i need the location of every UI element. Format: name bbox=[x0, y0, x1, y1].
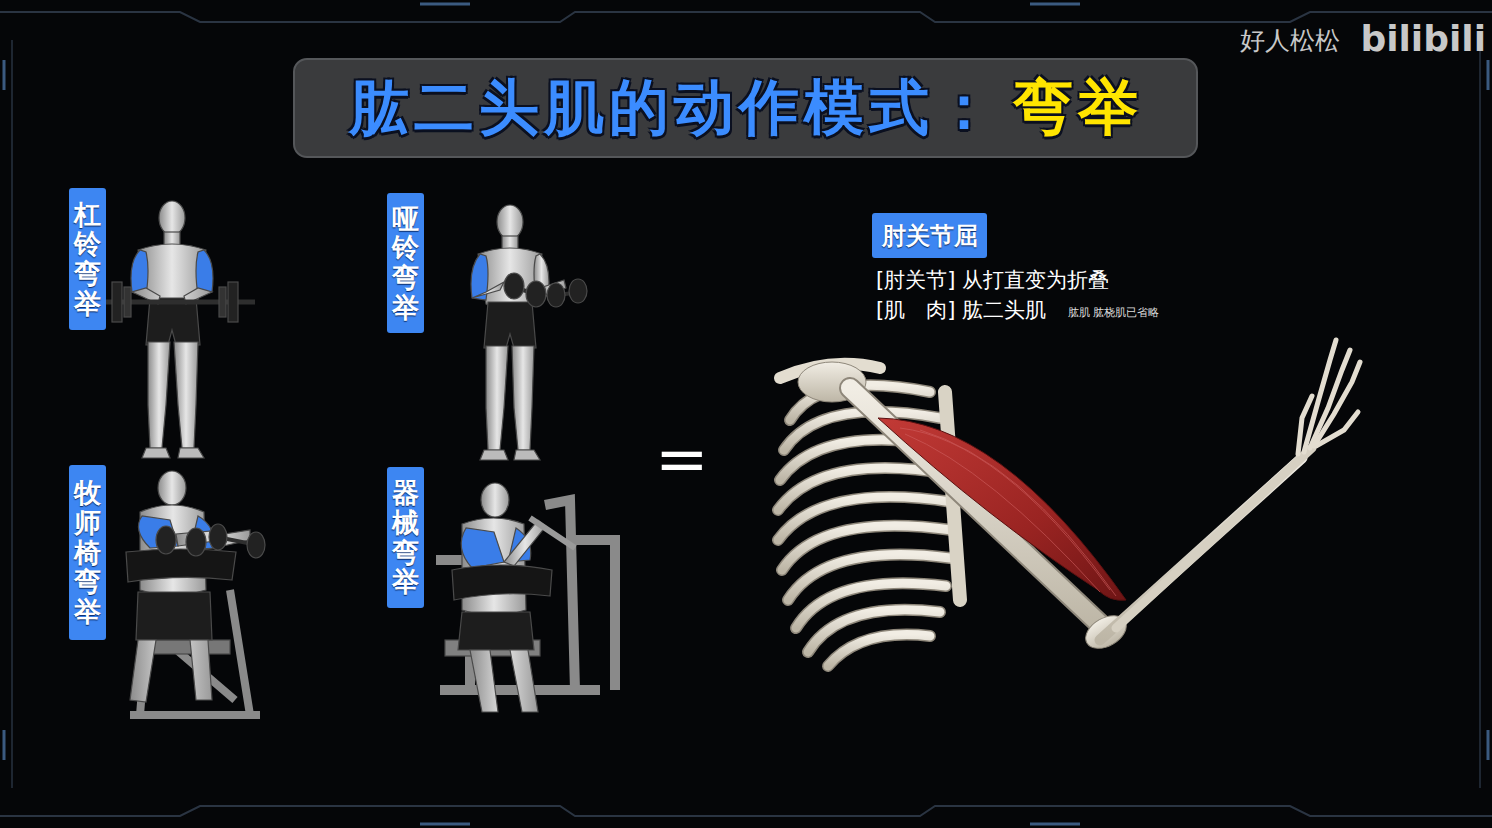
barbell-curl-figure-part bbox=[159, 201, 185, 235]
exercise-tag: 器械弯举 bbox=[387, 467, 424, 608]
skeleton-arm-part-part bbox=[782, 526, 952, 570]
skeleton-arm-part-part bbox=[1316, 412, 1358, 446]
exercise-tag: 哑铃弯举 bbox=[387, 193, 424, 333]
skeleton-arm-part bbox=[900, 428, 1116, 596]
dumbbell-curl-figure-part bbox=[512, 346, 534, 450]
dumbbell-curl-figure bbox=[471, 205, 587, 460]
skeleton-arm-part bbox=[878, 418, 1126, 600]
skeleton-arm-part-part bbox=[778, 497, 952, 540]
barbell-curl-figure-part bbox=[146, 298, 200, 345]
skeleton-arm-part-part bbox=[796, 583, 946, 628]
barbell-curl-figure-part bbox=[124, 287, 131, 317]
dumbbell-curl-figure-part bbox=[472, 282, 504, 298]
muscle-note: [肌 肉] 肱二头肌 bbox=[876, 296, 1046, 324]
machine-curl-figure-part bbox=[452, 565, 552, 600]
skeleton-arm-part-part bbox=[828, 635, 930, 666]
node-label: 肘关节屈 bbox=[882, 220, 978, 252]
dumbbell-curl-figure-part bbox=[547, 283, 565, 307]
vertical-label: 器械弯举 bbox=[392, 478, 419, 597]
dumbbell-curl-figure-part bbox=[526, 281, 546, 307]
machine-curl-figure-part bbox=[530, 518, 575, 548]
machine-curl-figure-part bbox=[481, 483, 509, 517]
dumbbell-curl-figure-part bbox=[497, 205, 523, 239]
frame-part bbox=[0, 12, 1492, 22]
dumbbell-curl-figure-part bbox=[569, 279, 587, 303]
title: 肱二头肌的动作模式： bbox=[349, 68, 999, 149]
dumbbell-curl-figure-part bbox=[484, 302, 536, 348]
preacher-curl-figure-part bbox=[130, 640, 212, 702]
preacher-curl-figure-part bbox=[186, 528, 206, 556]
vertical-label: 牧师椅弯举 bbox=[74, 478, 101, 626]
machine-curl-figure-part bbox=[461, 528, 504, 568]
omitted-note: 肱肌 肱桡肌已省略 bbox=[1068, 305, 1160, 320]
title-highlight: 弯举 bbox=[1013, 68, 1143, 149]
barbell-curl-figure-part bbox=[112, 282, 122, 322]
dumbbell-curl-figure-part bbox=[504, 273, 524, 299]
frame-part bbox=[11, 40, 13, 788]
skeleton-arm-part-part bbox=[782, 526, 952, 570]
exercise-tag: 杠铃弯举 bbox=[69, 188, 106, 330]
barbell-curl-figure-part bbox=[219, 287, 226, 317]
frame-part bbox=[1479, 40, 1481, 788]
machine-curl-figure bbox=[436, 483, 615, 712]
frame-part bbox=[0, 806, 1492, 816]
barbell-curl-figure bbox=[105, 201, 255, 458]
barbell-curl-figure-part bbox=[148, 342, 170, 448]
skeleton-arm-part-part bbox=[778, 468, 950, 510]
machine-curl-figure-part bbox=[458, 612, 534, 650]
joint-note: [肘关节] 从打直变为折叠 bbox=[876, 266, 1109, 294]
watermark-logo: bilibili bbox=[1360, 18, 1486, 59]
equals-sign: = bbox=[655, 422, 709, 496]
joint-action-tag: 肘关节屈 bbox=[872, 213, 987, 258]
barbell-curl-figure-part bbox=[142, 448, 204, 458]
barbell-curl-figure-part bbox=[228, 282, 238, 322]
preacher-curl-figure-part bbox=[156, 526, 176, 554]
frame-part bbox=[4, 60, 1488, 760]
skeleton-arm-part-part bbox=[905, 434, 1100, 592]
skeleton-arm-part bbox=[1298, 340, 1360, 454]
title-box: 肱二头肌的动作模式：弯举 bbox=[293, 58, 1198, 158]
preacher-curl-figure-part bbox=[136, 592, 212, 640]
skeleton-arm-part-part bbox=[778, 497, 952, 540]
skeleton-arm-part bbox=[1116, 448, 1312, 628]
skeleton-arm-part-part bbox=[1314, 362, 1360, 446]
skeleton-arm-part-part bbox=[900, 428, 1110, 590]
vertical-label: 哑铃弯举 bbox=[392, 204, 419, 323]
exercise-tag: 牧师椅弯举 bbox=[69, 465, 106, 640]
preacher-curl-figure-part bbox=[209, 524, 227, 550]
vertical-label: 杠铃弯举 bbox=[74, 200, 101, 319]
preacher-curl-figure-part bbox=[247, 532, 265, 558]
dumbbell-curl-figure-part bbox=[480, 450, 540, 460]
skeleton-arm bbox=[778, 340, 1360, 666]
frame bbox=[0, 4, 1492, 824]
preacher-curl-figure-part bbox=[130, 590, 260, 715]
machine-curl-figure-part bbox=[470, 650, 538, 712]
watermark: 好人松松 bbox=[1240, 24, 1340, 57]
skeleton-arm-part-part bbox=[920, 430, 1116, 596]
preacher-curl-figure-part bbox=[126, 549, 236, 582]
skeleton-arm-part-part bbox=[788, 555, 950, 600]
barbell-curl-figure-part bbox=[174, 342, 198, 448]
skeleton-arm-part-part bbox=[828, 635, 930, 666]
skeleton-arm-part-part bbox=[788, 555, 950, 600]
dumbbell-curl-figure-part bbox=[486, 346, 508, 450]
skeleton-arm-part-part bbox=[1298, 396, 1312, 454]
preacher-curl-figure-part bbox=[158, 471, 186, 505]
preacher-curl-figure bbox=[126, 471, 265, 715]
